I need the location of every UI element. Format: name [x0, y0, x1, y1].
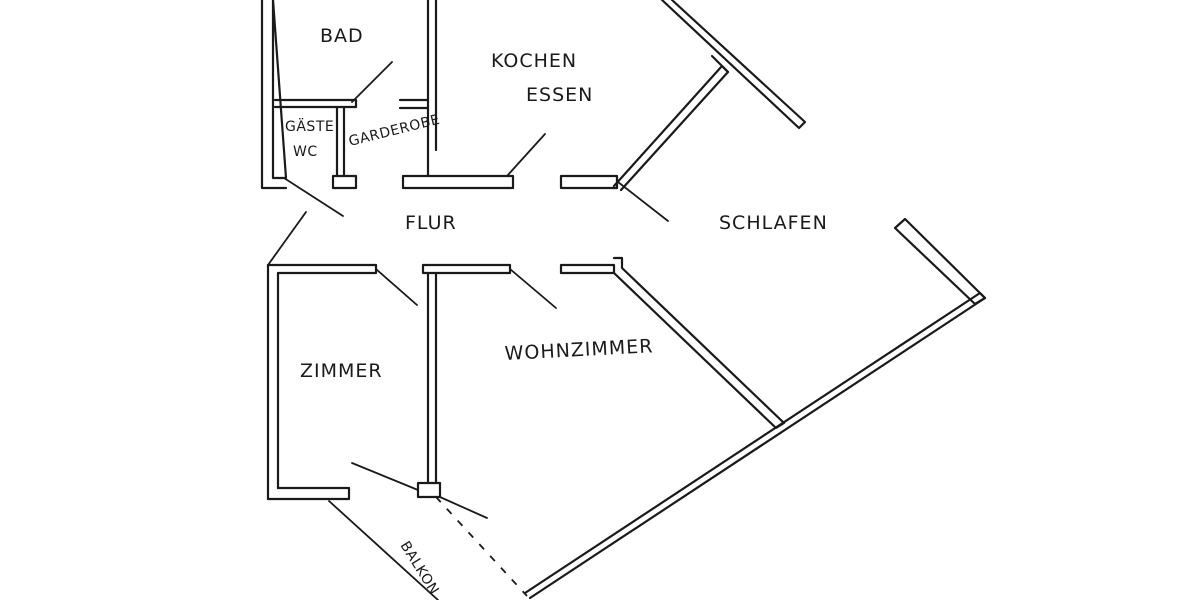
room-label-essen: ESSEN — [526, 84, 593, 106]
schlafen-bottom-diagonal — [612, 256, 786, 430]
bad-right-wall — [426, 0, 438, 178]
zimmer-top-wall — [266, 263, 378, 275]
dividing-wall-jamb — [416, 481, 442, 499]
bad-inner-left-wall — [271, 0, 288, 180]
room-label-zimmer: ZIMMER — [300, 360, 383, 382]
wc-door-jamb — [331, 174, 358, 190]
room-labels: BAD KOCHEN ESSEN GÄSTE WC GARDEROBE FLUR… — [285, 25, 828, 598]
zimmer-bottom-wall — [266, 486, 351, 501]
wc-divider — [335, 105, 346, 178]
bad-outer-left-wall — [260, 0, 288, 190]
kitchen-top-diagonal-wall — [660, 0, 807, 130]
schlafen-lower-stub — [559, 263, 616, 275]
lower-walls — [266, 217, 987, 600]
zimmer-door-swing — [375, 268, 418, 306]
garderobe-stub — [398, 98, 430, 110]
room-label-schlafen: SCHLAFEN — [719, 212, 828, 234]
balcony-door-swing-left — [351, 462, 419, 491]
room-label-gaeste: GÄSTE — [285, 117, 334, 135]
room-label-flur: FLUR — [405, 212, 457, 234]
schlafen-diagonal-wall — [612, 64, 730, 192]
schlafen-right-wall — [893, 217, 987, 306]
zimmer-left-wall — [266, 263, 280, 501]
balcony-door-swing-right — [439, 496, 488, 519]
upper-left-walls — [260, 0, 438, 190]
kitchen-bottom-wall — [401, 174, 515, 190]
schlafen-door-swing — [617, 181, 669, 222]
wohnzimmer-top-wall — [421, 263, 512, 275]
bad-door-swing — [351, 61, 393, 103]
balcony-edge-line — [328, 500, 439, 600]
room-label-wc: WC — [293, 144, 318, 160]
doors — [267, 61, 669, 600]
balcony-dashed-line — [435, 496, 528, 597]
wohnzimmer-door-swing — [509, 268, 557, 309]
entrance-door-swing — [283, 177, 344, 217]
schlafen-top-stub — [559, 174, 619, 190]
room-label-bad: BAD — [320, 25, 364, 47]
dividing-wall — [426, 271, 438, 485]
bad-bottom-wall — [273, 98, 358, 109]
room-label-wohnzimmer: WOHNZIMMER — [504, 335, 654, 365]
kitchen-door-swing — [506, 133, 546, 177]
lower-left-door-swing — [267, 211, 307, 266]
kitchen-walls — [401, 0, 807, 192]
schlafen-connector — [710, 54, 730, 74]
room-label-kochen: KOCHEN — [491, 50, 577, 72]
